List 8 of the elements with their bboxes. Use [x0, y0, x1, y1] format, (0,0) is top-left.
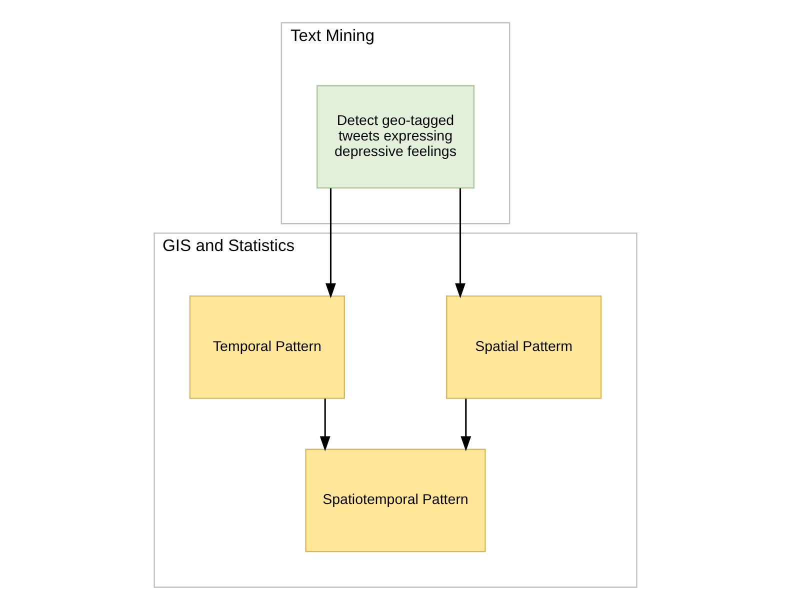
node-box: Spatiotemporal Pattern: [305, 448, 486, 552]
node-box: Spatial Patterm: [446, 295, 602, 399]
node-box: Detect geo-tagged tweets expressing depressive feelings: [316, 85, 475, 189]
arrow: [325, 188, 336, 298]
arrow: [320, 398, 330, 452]
arrow: [455, 188, 466, 298]
node-box: Temporal Pattern: [189, 295, 345, 399]
arrow: [460, 398, 472, 452]
